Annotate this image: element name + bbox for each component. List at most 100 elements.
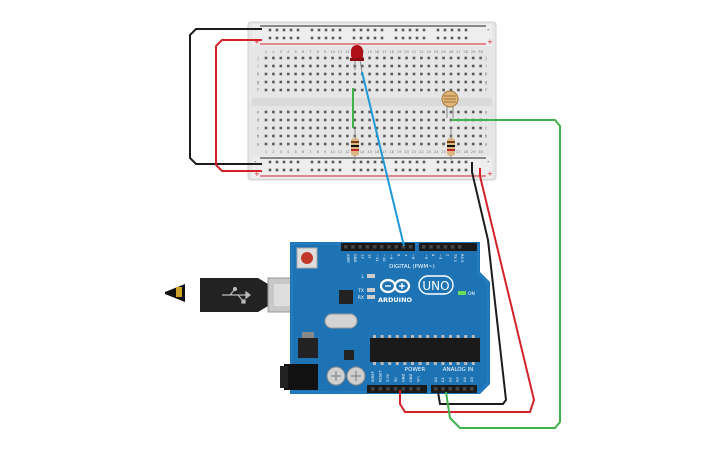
breadboard-hole[interactable] <box>464 134 468 138</box>
breadboard[interactable]: - + - + - + - + 112233445566778899101011… <box>247 21 497 181</box>
breadboard-hole[interactable] <box>397 72 401 76</box>
breadboard-hole[interactable] <box>294 64 297 68</box>
breadboard-hole[interactable] <box>442 56 445 60</box>
breadboard-hole[interactable] <box>420 134 423 138</box>
breadboard-hole[interactable] <box>294 88 297 92</box>
breadboard-hole[interactable] <box>279 110 283 114</box>
breadboard-hole[interactable] <box>434 72 438 76</box>
rail-hole[interactable] <box>408 160 412 164</box>
rail-hole[interactable] <box>408 168 412 172</box>
breadboard-hole[interactable] <box>479 110 482 114</box>
rail-hole[interactable] <box>289 160 293 164</box>
rail-hole[interactable] <box>338 28 342 32</box>
breadboard-hole[interactable] <box>309 142 312 146</box>
breadboard-hole[interactable] <box>420 142 423 146</box>
rail-hole[interactable] <box>415 160 419 164</box>
breadboard-hole[interactable] <box>353 126 357 130</box>
breadboard-hole[interactable] <box>264 56 268 60</box>
breadboard-hole[interactable] <box>272 56 275 60</box>
breadboard-hole[interactable] <box>449 64 453 68</box>
breadboard-hole[interactable] <box>383 64 386 68</box>
breadboard-hole[interactable] <box>434 88 438 92</box>
breadboard-hole[interactable] <box>331 110 334 114</box>
breadboard-hole[interactable] <box>383 110 386 114</box>
rail-hole[interactable] <box>352 36 356 40</box>
breadboard-hole[interactable] <box>338 72 342 76</box>
breadboard-hole[interactable] <box>383 80 386 84</box>
rail-hole[interactable] <box>394 168 398 172</box>
breadboard-hole[interactable] <box>368 126 371 130</box>
breadboard-hole[interactable] <box>412 110 416 114</box>
breadboard-hole[interactable] <box>457 64 460 68</box>
breadboard-hole[interactable] <box>338 142 342 146</box>
breadboard-hole[interactable] <box>264 134 268 138</box>
rail-hole[interactable] <box>338 168 342 172</box>
rail-hole[interactable] <box>268 28 272 32</box>
rail-hole[interactable] <box>359 160 363 164</box>
breadboard-hole[interactable] <box>316 126 320 130</box>
rail-hole[interactable] <box>317 160 321 164</box>
breadboard-hole[interactable] <box>368 88 371 92</box>
breadboard-hole[interactable] <box>346 110 349 114</box>
breadboard-hole[interactable] <box>464 80 468 84</box>
led[interactable] <box>350 45 364 73</box>
breadboard-hole[interactable] <box>434 118 438 122</box>
breadboard-hole[interactable] <box>294 142 297 146</box>
breadboard-hole[interactable] <box>471 142 475 146</box>
breadboard-hole[interactable] <box>272 142 275 146</box>
breadboard-hole[interactable] <box>427 80 431 84</box>
breadboard-hole[interactable] <box>412 64 416 68</box>
rail-hole[interactable] <box>366 168 370 172</box>
rail-hole[interactable] <box>408 28 412 32</box>
breadboard-hole[interactable] <box>338 118 342 122</box>
breadboard-hole[interactable] <box>390 142 394 146</box>
rail-hole[interactable] <box>331 168 335 172</box>
breadboard-hole[interactable] <box>390 126 394 130</box>
digital-pin-hole[interactable] <box>408 245 413 249</box>
rail-hole[interactable] <box>331 36 335 40</box>
rail-hole[interactable] <box>457 36 461 40</box>
rail-hole[interactable] <box>380 160 384 164</box>
breadboard-hole[interactable] <box>375 80 379 84</box>
breadboard-hole[interactable] <box>286 88 290 92</box>
breadboard-hole[interactable] <box>390 80 394 84</box>
rail-hole[interactable] <box>289 28 293 32</box>
rail-hole[interactable] <box>450 168 454 172</box>
breadboard-hole[interactable] <box>479 142 482 146</box>
breadboard-hole[interactable] <box>405 88 408 92</box>
rail-hole[interactable] <box>317 36 321 40</box>
breadboard-hole[interactable] <box>338 88 342 92</box>
breadboard-hole[interactable] <box>323 80 327 84</box>
wire-red-rail-link[interactable] <box>215 39 262 172</box>
breadboard-hole[interactable] <box>368 110 371 114</box>
breadboard-hole[interactable] <box>471 64 475 68</box>
breadboard-hole[interactable] <box>264 118 268 122</box>
breadboard-hole[interactable] <box>279 64 283 68</box>
digital-pin-hole[interactable] <box>351 245 355 249</box>
wire-black-gnd[interactable] <box>437 162 508 405</box>
breadboard-hole[interactable] <box>412 118 416 122</box>
power-pin-hole[interactable] <box>371 387 375 391</box>
rail-hole[interactable] <box>310 28 314 32</box>
rail-hole[interactable] <box>373 36 377 40</box>
breadboard-hole[interactable] <box>286 56 290 60</box>
breadboard-hole[interactable] <box>464 88 468 92</box>
breadboard-hole[interactable] <box>301 126 305 130</box>
breadboard-hole[interactable] <box>264 64 268 68</box>
breadboard-hole[interactable] <box>390 118 394 122</box>
rail-hole[interactable] <box>401 28 405 32</box>
digital-pin-hole[interactable] <box>344 245 348 249</box>
power-pin-hole[interactable] <box>401 387 405 391</box>
rail-hole[interactable] <box>366 160 370 164</box>
breadboard-hole[interactable] <box>457 110 460 114</box>
breadboard-hole[interactable] <box>434 134 438 138</box>
breadboard-hole[interactable] <box>360 142 364 146</box>
rail-hole[interactable] <box>282 168 286 172</box>
rail-hole[interactable] <box>443 36 447 40</box>
breadboard-hole[interactable] <box>397 134 401 138</box>
breadboard-hole[interactable] <box>338 64 342 68</box>
digital-pin-hole[interactable] <box>372 245 377 249</box>
breadboard-hole[interactable] <box>405 56 408 60</box>
breadboard-hole[interactable] <box>294 118 297 122</box>
digital-pin-hole[interactable] <box>387 245 391 249</box>
